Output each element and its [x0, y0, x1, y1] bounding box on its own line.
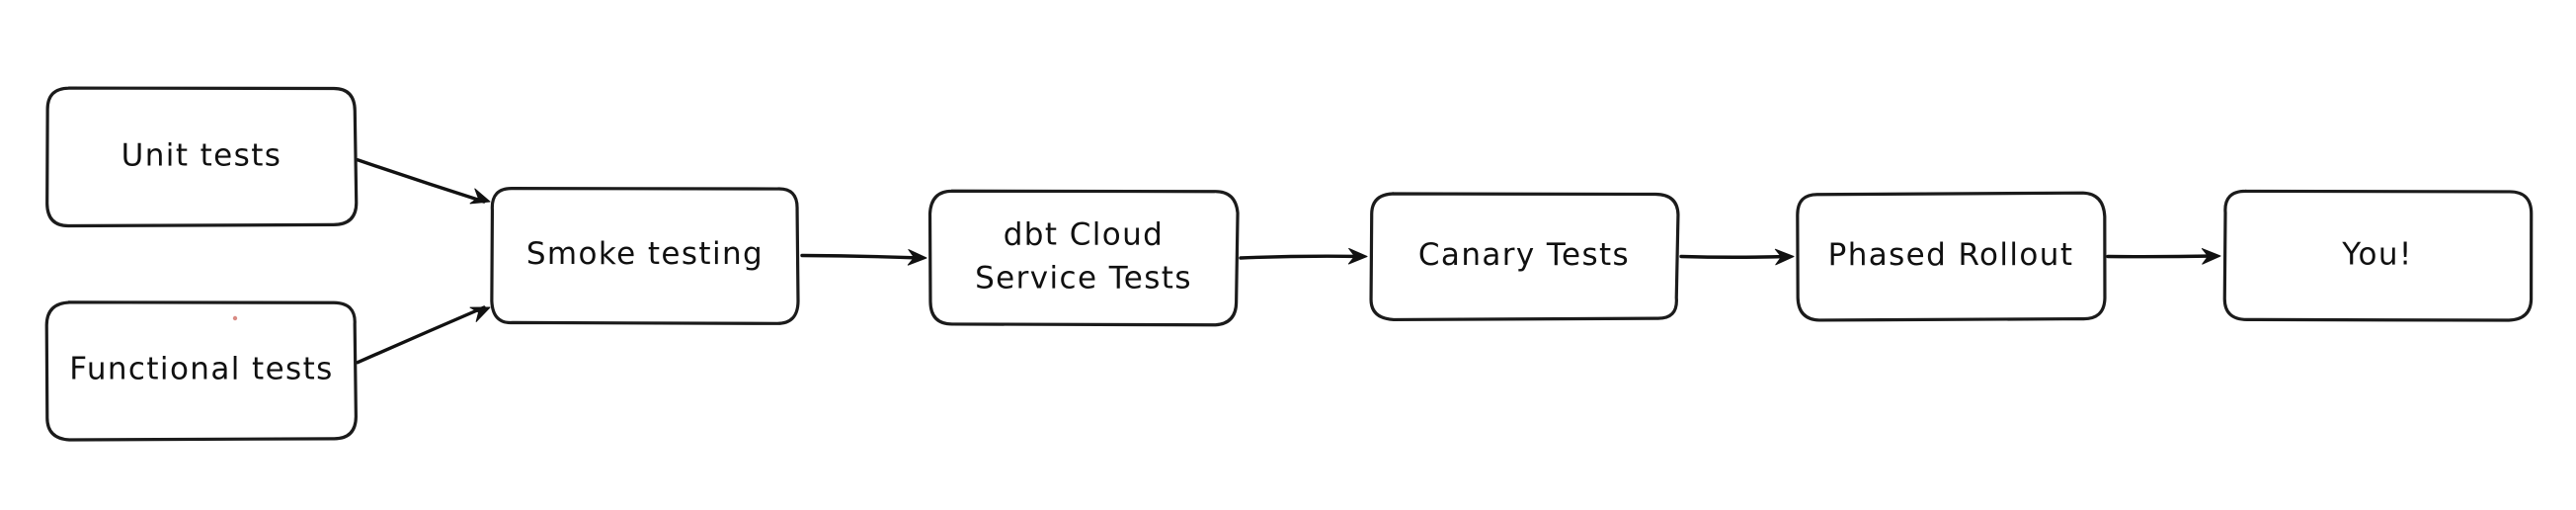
edge-unit-to-smoke-line	[356, 158, 486, 204]
ink-speck	[232, 315, 238, 321]
edges-layer	[356, 158, 2221, 365]
node-label-dbt-cloud-service-tests: Service Tests	[975, 261, 1192, 297]
node-smoke-testing[interactable]: Smoke testing	[490, 187, 800, 325]
node-box-dbt-cloud-service-tests	[927, 189, 1240, 327]
edge-dbt-to-canary	[1239, 247, 1368, 265]
edge-phased-to-you-line	[2106, 254, 2216, 259]
node-label-unit-tests: Unit tests	[121, 138, 282, 174]
edge-canary-to-phased-arrowhead-icon	[1774, 248, 1795, 266]
node-unit-tests[interactable]: Unit tests	[45, 86, 359, 228]
edge-dbt-to-canary-arrowhead-icon	[1347, 247, 1368, 265]
edge-smoke-to-dbt-arrowhead-icon	[907, 249, 927, 266]
node-box-unit-tests	[45, 86, 359, 228]
node-label-canary-tests: Canary Tests	[1418, 237, 1630, 273]
node-functional-tests[interactable]: Functional tests	[44, 300, 358, 442]
node-phased-rollout[interactable]: Phased Rollout	[1796, 191, 2107, 322]
node-you[interactable]: You!	[2222, 189, 2534, 322]
node-label-dbt-cloud-service-tests: dbt Cloud	[1004, 217, 1165, 253]
edge-canary-to-phased-line	[1679, 254, 1790, 259]
node-label-functional-tests: Functional tests	[69, 352, 333, 387]
node-canary-tests[interactable]: Canary Tests	[1369, 192, 1680, 322]
edge-canary-to-phased	[1679, 248, 1795, 266]
edge-functional-to-smoke-arrowhead-icon	[469, 306, 491, 322]
edge-functional-to-smoke-line	[356, 305, 486, 365]
edge-functional-to-smoke	[356, 305, 491, 365]
edge-unit-to-smoke-arrowhead-icon	[469, 188, 491, 205]
edge-phased-to-you	[2106, 248, 2221, 265]
node-label-you: You!	[2341, 237, 2412, 273]
edge-unit-to-smoke	[356, 158, 491, 205]
node-label-phased-rollout: Phased Rollout	[1828, 237, 2074, 273]
edge-smoke-to-dbt-line	[800, 253, 923, 260]
edge-phased-to-you-arrowhead-icon	[2201, 248, 2221, 265]
node-label-smoke-testing: Smoke testing	[526, 236, 764, 272]
edge-smoke-to-dbt	[800, 249, 927, 266]
node-box-functional-tests	[44, 300, 358, 442]
node-box-smoke-testing	[490, 187, 800, 325]
edge-dbt-to-canary-line	[1239, 254, 1363, 260]
node-box-canary-tests	[1369, 192, 1680, 322]
node-box-phased-rollout	[1796, 191, 2107, 322]
node-box-you	[2222, 189, 2534, 322]
